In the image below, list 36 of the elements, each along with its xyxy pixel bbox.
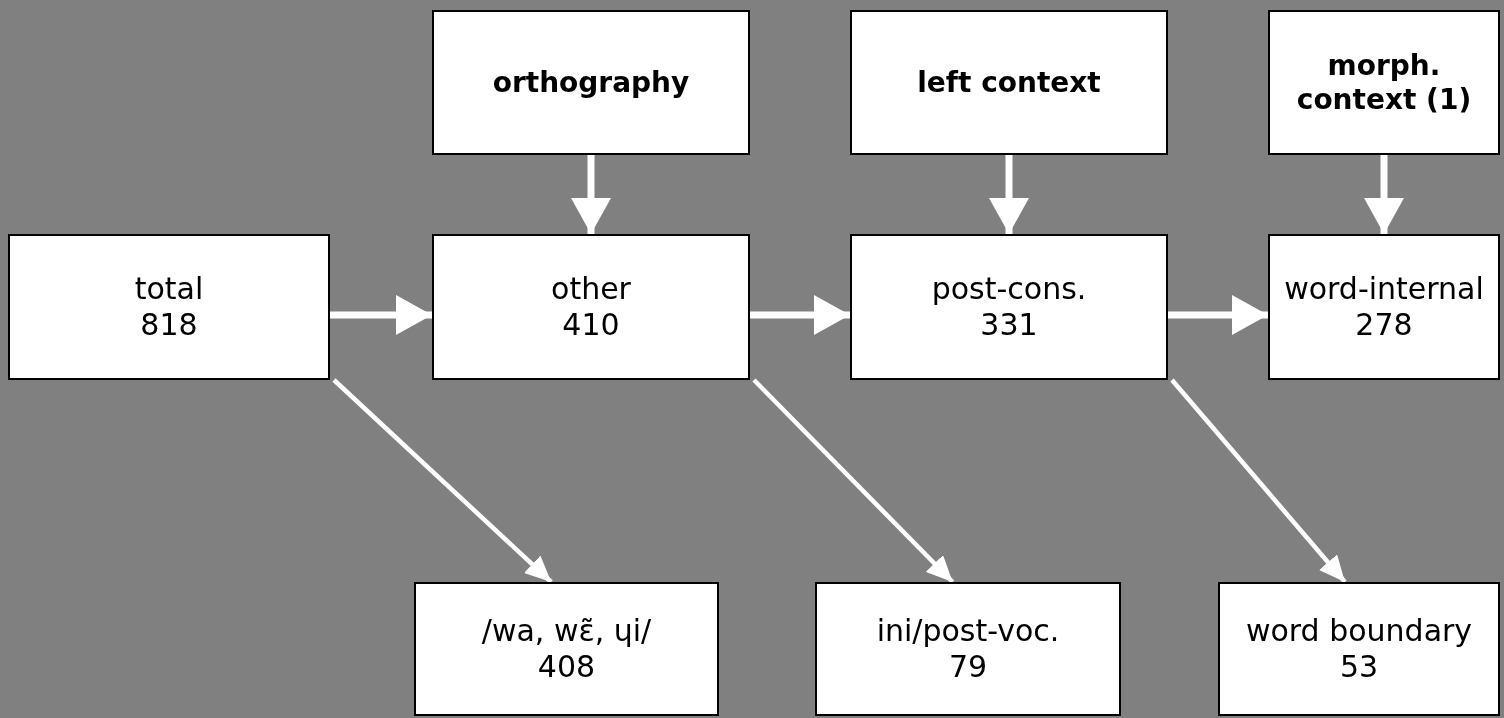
count-box <box>8 234 330 380</box>
category-label: word boundary <box>1245 613 1473 649</box>
count-value: 410 <box>562 307 620 343</box>
arrow <box>1364 155 1404 234</box>
arrow <box>752 378 955 584</box>
count-value: 818 <box>140 307 198 343</box>
count-value: 408 <box>537 649 596 685</box>
arrow <box>1170 378 1347 584</box>
factor-box <box>432 10 750 155</box>
arrow <box>989 155 1029 234</box>
factor-label: morph. context (1) <box>1295 48 1473 117</box>
factor-label: orthography <box>492 65 690 100</box>
category-label: /wa, wɛ̃, ɥi/ <box>481 613 652 649</box>
count-box <box>850 234 1168 380</box>
category-label: ini/post-voc. <box>876 613 1060 649</box>
arrow <box>330 295 432 335</box>
count-box <box>1268 234 1500 380</box>
category-label: post-cons. <box>931 271 1087 307</box>
count-box <box>414 582 719 716</box>
count-value: 53 <box>1339 649 1379 685</box>
category-label: other <box>551 271 631 307</box>
category-label: total <box>134 271 204 307</box>
count-value: 331 <box>980 307 1038 343</box>
count-value: 79 <box>948 649 988 685</box>
count-box <box>1218 582 1500 716</box>
factor-box <box>1268 10 1500 155</box>
category-label: word-internal <box>1284 271 1484 307</box>
count-box <box>815 582 1121 716</box>
arrow <box>1168 295 1268 335</box>
arrow <box>332 378 553 584</box>
factor-label: left context <box>917 65 1101 100</box>
factor-box <box>850 10 1168 155</box>
count-value: 278 <box>1355 307 1413 343</box>
arrow <box>571 155 611 234</box>
arrow <box>750 295 850 335</box>
count-box <box>432 234 750 380</box>
